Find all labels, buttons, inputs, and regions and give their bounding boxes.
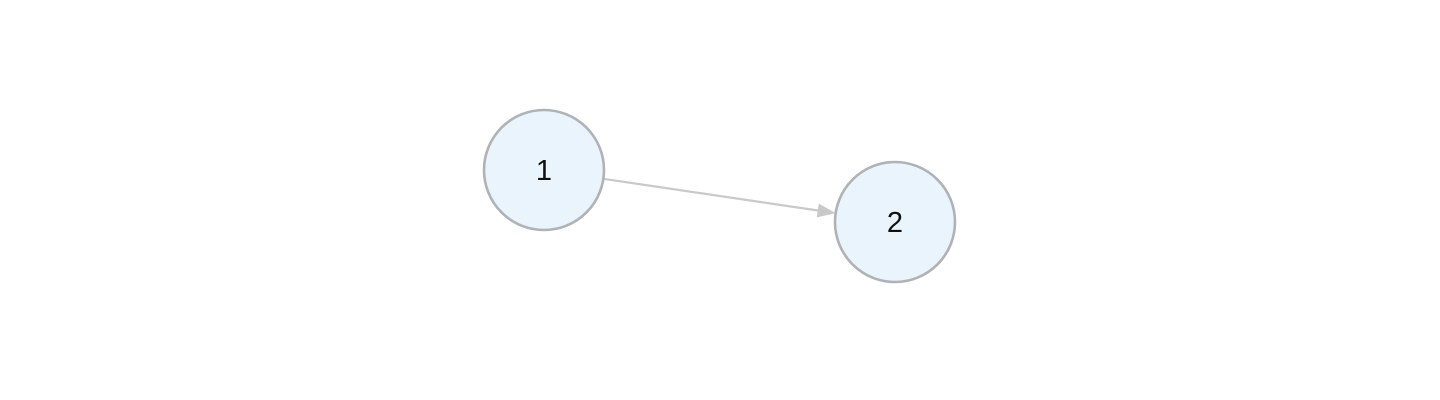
graph-node-2[interactable]: 2	[833, 160, 957, 284]
edge-arrowhead-icon	[816, 203, 836, 218]
graph-node-1[interactable]: 1	[482, 108, 606, 232]
node-circle	[482, 108, 606, 232]
graph-edge-1-to-2[interactable]	[603, 177, 836, 218]
node-circle	[833, 160, 957, 284]
edge-line	[603, 177, 819, 212]
node-label: 1	[536, 155, 552, 187]
node-label: 2	[887, 207, 903, 239]
